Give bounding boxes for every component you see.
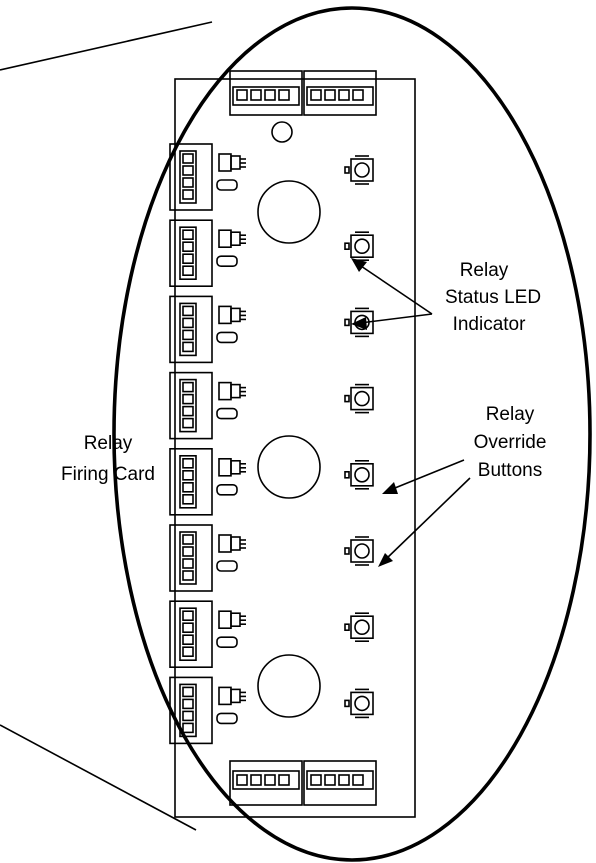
led-component <box>216 255 238 268</box>
terminal-block <box>169 143 213 211</box>
status-led-pointer-2 <box>351 313 433 330</box>
led-component <box>216 636 238 649</box>
relay-component <box>218 305 246 325</box>
relay-channels <box>169 143 374 745</box>
override-button <box>344 536 374 566</box>
relay-component <box>218 153 246 172</box>
firing-card-label-line2: Firing Card <box>61 464 155 485</box>
override-button <box>344 155 374 185</box>
zoom-line-top <box>0 21 213 71</box>
override-button <box>344 688 374 719</box>
led-component <box>216 407 238 420</box>
relay-channel-7 <box>169 600 374 669</box>
override-button <box>344 231 374 262</box>
led-component <box>216 331 238 344</box>
led-component <box>216 560 238 572</box>
bottom-connector-1 <box>229 760 303 806</box>
top-connector-2 <box>303 70 377 116</box>
status-led-label-line2: Status LED <box>445 287 541 308</box>
terminal-block <box>169 676 213 745</box>
override-pointer-2 <box>378 477 471 567</box>
relay-component <box>218 229 246 248</box>
override-label-line3: Buttons <box>478 460 542 481</box>
override-button <box>344 612 374 643</box>
mounting-hole-small <box>271 121 293 143</box>
relay-channel-2 <box>169 219 374 287</box>
relay-component <box>218 457 246 477</box>
override-pointer-1 <box>382 459 465 494</box>
relay-channel-3 <box>169 295 374 364</box>
led-component <box>216 179 238 191</box>
terminal-block <box>169 524 213 592</box>
magnifier-ellipse <box>112 6 592 862</box>
terminal-block <box>169 447 213 516</box>
override-label-line1: Relay <box>486 404 535 425</box>
relay-channel-5 <box>169 447 374 516</box>
override-button <box>344 459 374 490</box>
override-label-line2: Override <box>474 432 547 453</box>
relay-channel-8 <box>169 676 374 745</box>
relay-channel-6 <box>169 524 374 592</box>
top-connector-1 <box>229 70 303 116</box>
status-led-label-line1: Relay <box>460 260 509 281</box>
relay-channel-4 <box>169 371 374 440</box>
terminal-block <box>169 600 213 669</box>
led-component <box>216 483 238 496</box>
led-component <box>216 712 238 725</box>
relay-component <box>218 686 246 706</box>
relay-component <box>218 381 246 401</box>
status-led-pointer-1 <box>351 258 433 315</box>
status-led-label-line3: Indicator <box>453 314 527 335</box>
relay-component <box>218 610 246 630</box>
terminal-block <box>169 219 213 287</box>
bottom-connector-2 <box>303 760 377 806</box>
terminal-block <box>169 371 213 440</box>
relay-channel-1 <box>169 143 374 211</box>
relay-component <box>218 534 246 553</box>
zoom-line-bottom <box>0 724 197 831</box>
mounting-hole-bottom <box>257 654 321 718</box>
mounting-hole-top <box>257 180 321 244</box>
firing-card-label-line1: Relay <box>84 433 133 454</box>
terminal-block <box>169 295 213 364</box>
mounting-hole-middle <box>257 435 321 499</box>
override-button <box>344 383 374 414</box>
